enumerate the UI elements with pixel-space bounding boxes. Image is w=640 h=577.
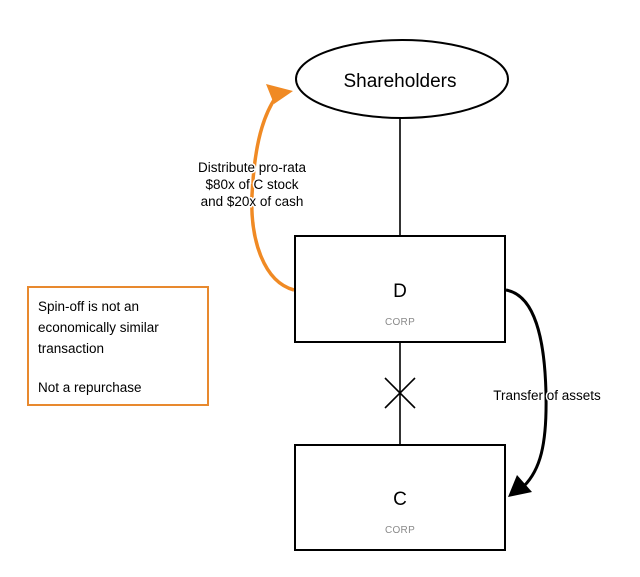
c-corp-label: C	[393, 489, 407, 510]
c-corp-box	[294, 444, 506, 551]
note-line-2: economically similar	[38, 320, 159, 335]
shareholders-node[interactable]: Shareholders	[295, 39, 509, 119]
shareholders-ellipse	[295, 39, 509, 119]
distribution-label-line-3: and $20x of cash	[201, 194, 304, 209]
d-corp-node[interactable]: D CORP	[294, 235, 506, 343]
distribution-label: Distribute pro-rata $80x of C stock and …	[196, 159, 308, 211]
distribution-label-line-2: $80x of C stock	[205, 177, 298, 192]
asset-transfer-arrow	[505, 288, 548, 488]
note-line-3: transaction	[38, 341, 105, 356]
distribution-arrow	[250, 96, 295, 292]
d-corp-box	[294, 235, 506, 343]
distribution-arrowhead-icon	[266, 84, 293, 104]
severed-x-icon	[384, 377, 416, 409]
d-corp-sublabel: CORP	[385, 317, 415, 328]
distribution-label-line-1: Distribute pro-rata	[198, 160, 307, 175]
note-line-4: Not a repurchase	[38, 380, 142, 395]
asset-transfer-arrowhead-icon	[508, 475, 532, 497]
d-corp-label: D	[393, 281, 407, 302]
note-spacer	[38, 359, 199, 377]
asset-transfer-label: Transfer of assets	[493, 388, 601, 403]
note-line-1: Spin-off is not an	[38, 299, 140, 314]
c-corp-sublabel: CORP	[385, 525, 415, 536]
c-corp-node[interactable]: C CORP	[294, 444, 506, 551]
shareholders-label: Shareholders	[343, 71, 456, 92]
note-box[interactable]: Spin-off is not an economically similar …	[27, 286, 209, 406]
